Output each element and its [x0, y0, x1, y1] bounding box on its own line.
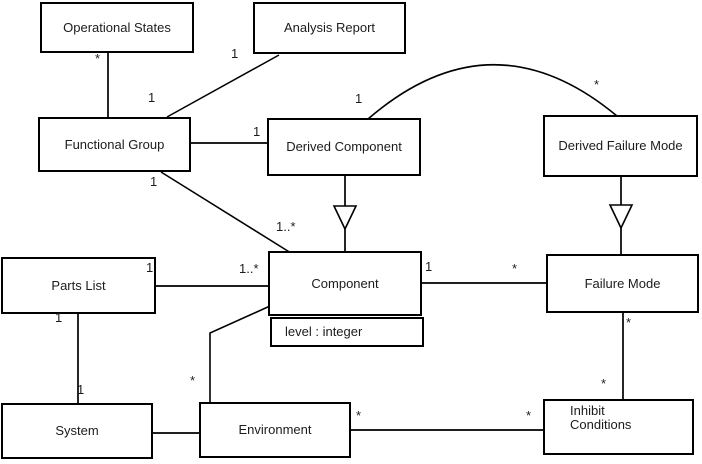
- class-label-line2: Conditions: [570, 417, 632, 432]
- class-box-parts-list[interactable]: Parts List: [1, 257, 156, 314]
- multiplicity-parts-list-bottom-end: 1: [55, 310, 63, 325]
- class-box-environment[interactable]: Environment: [199, 402, 351, 458]
- multiplicity-inhibit-conditions-left-end: *: [526, 408, 532, 423]
- class-box-failure-mode[interactable]: Failure Mode: [546, 254, 699, 313]
- multiplicity-component-right-end: 1: [425, 259, 433, 274]
- multiplicity-component-left-end: 1..*: [239, 261, 259, 276]
- association-functional-group-component: [160, 171, 292, 254]
- class-label: Parts List: [51, 277, 106, 293]
- multiplicity-parts-list-end: 1: [146, 260, 154, 275]
- class-label: Functional Group: [64, 136, 165, 152]
- class-box-operational-states[interactable]: Operational States: [40, 2, 194, 53]
- multiplicity-derived-component-left-end: 1: [253, 124, 261, 139]
- class-label: System: [55, 423, 99, 438]
- generalization-derived-component-to-component: [332, 176, 358, 252]
- class-label: Environment: [238, 422, 312, 437]
- generalization-derived-failure-mode-to-failure-mode: [608, 177, 634, 255]
- multiplicity-operational-states-end: *: [95, 51, 101, 66]
- association-functional-group-analysis-report: [166, 54, 280, 118]
- class-box-derived-component[interactable]: Derived Component: [267, 118, 421, 176]
- multiplicity-arc-derived-component-end: 1: [355, 91, 363, 106]
- class-box-component-attributes[interactable]: level : integer: [270, 317, 424, 347]
- association-environment-component: [209, 305, 271, 402]
- multiplicity-analysis-report-end: 1: [231, 46, 239, 61]
- class-label-line1: Inhibit: [570, 403, 605, 418]
- class-box-system[interactable]: System: [1, 403, 153, 459]
- multiplicity-inhibit-conditions-top-end: *: [601, 376, 607, 391]
- class-box-derived-failure-mode[interactable]: Derived Failure Mode: [543, 115, 698, 177]
- class-box-component[interactable]: Component: [268, 251, 422, 316]
- multiplicity-functional-group-analysis-end: 1: [148, 90, 156, 105]
- multiplicity-failure-mode-bottom-end: *: [626, 315, 632, 330]
- class-label: Failure Mode: [584, 275, 661, 291]
- class-box-inhibit-conditions[interactable]: Inhibit Conditions: [543, 399, 694, 455]
- multiplicity-functional-group-bottom-end: 1: [150, 174, 158, 189]
- class-box-analysis-report[interactable]: Analysis Report: [253, 2, 406, 54]
- multiplicity-component-top-end: 1..*: [276, 219, 296, 234]
- multiplicity-failure-mode-left-end: *: [512, 261, 518, 276]
- association-derived-component-derived-failure-mode: [367, 63, 618, 120]
- class-label: Analysis Report: [283, 20, 376, 35]
- generalization-triangle-icon: [332, 205, 358, 231]
- generalization-triangle-icon: [608, 204, 634, 230]
- attribute-label: level : integer: [285, 324, 363, 339]
- class-label: Component: [311, 275, 379, 291]
- class-label: Derived Component: [286, 139, 402, 154]
- multiplicity-environment-right-end: *: [356, 408, 362, 423]
- multiplicity-environment-top-end: *: [190, 373, 196, 388]
- multiplicity-arc-derived-failure-mode-end: *: [594, 77, 600, 92]
- class-label: Derived Failure Mode: [558, 138, 683, 153]
- class-label: Operational States: [63, 19, 171, 35]
- multiplicity-system-top-end: 1: [77, 382, 85, 397]
- class-box-functional-group[interactable]: Functional Group: [38, 117, 191, 172]
